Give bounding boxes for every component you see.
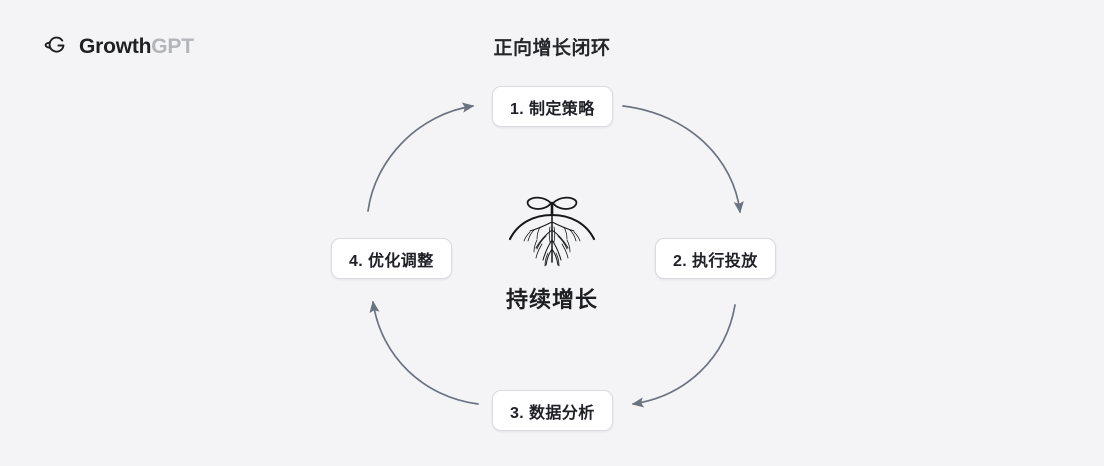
arrow-node3-to-node4 (369, 300, 479, 405)
brand-name-primary: Growth (79, 34, 152, 58)
cycle-node-3[interactable]: 3. 数据分析 (492, 390, 613, 431)
arrow-node4-to-node1 (367, 102, 475, 212)
cycle-node-1[interactable]: 1. 制定策略 (492, 86, 613, 127)
page-title: 正向增长闭环 (493, 38, 611, 59)
cycle-node-2[interactable]: 2. 执行投放 (655, 238, 776, 279)
center-block: 持续增长 (452, 196, 652, 326)
planet-ring-g-icon (44, 36, 65, 53)
brand-name-secondary: GPT (151, 34, 194, 58)
center-label: 持续增长 (505, 287, 598, 312)
brand-logo: GrowthGPT (44, 32, 194, 60)
arrow-node1-to-node2 (622, 105, 744, 214)
sprout-with-roots-icon (508, 196, 596, 267)
arrow-node2-to-node3 (631, 304, 736, 408)
cycle-node-4[interactable]: 4. 优化调整 (331, 238, 452, 279)
brand-name: GrowthGPT (79, 36, 194, 57)
